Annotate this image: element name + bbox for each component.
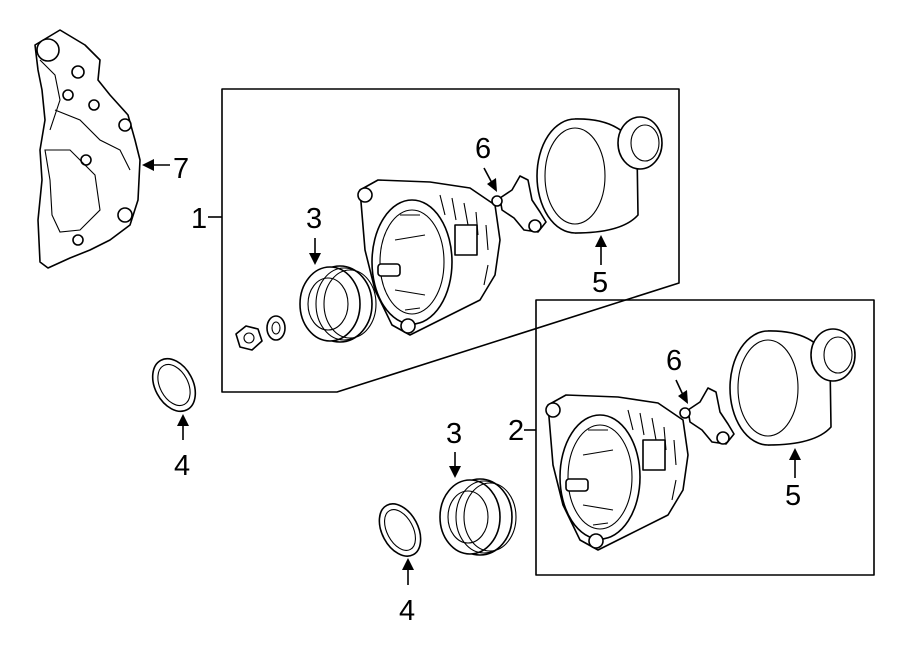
callout-1: 1	[191, 203, 207, 235]
callout-2: 2	[508, 415, 524, 447]
callout-6-lower: 6	[666, 345, 682, 377]
seal-ring-lower	[378, 503, 422, 557]
callout-3-upper: 3	[306, 203, 322, 235]
washer	[266, 315, 286, 341]
callout-5-upper: 5	[592, 267, 608, 299]
callout-5-lower: 5	[785, 480, 801, 512]
nut	[235, 325, 263, 351]
callout-4-lower: 4	[399, 595, 415, 627]
regulator-group-2	[679, 387, 735, 445]
cover-group-2	[729, 328, 856, 446]
seal-ring-upper	[151, 357, 197, 413]
callout-4-upper: 4	[174, 450, 190, 482]
callout-7: 7	[173, 153, 189, 185]
callout-3-lower: 3	[446, 418, 462, 450]
pulley-lower	[439, 478, 517, 556]
group-box-1	[221, 88, 680, 393]
group-box-2	[535, 299, 875, 576]
callout-6-upper: 6	[475, 133, 491, 165]
regulator-group-1	[491, 175, 547, 233]
cover-group-1	[536, 116, 663, 234]
mounting-bracket	[34, 29, 141, 269]
pulley-group-1	[299, 265, 377, 343]
alternator-group-1	[357, 179, 501, 336]
alternator-group-2	[545, 394, 689, 551]
